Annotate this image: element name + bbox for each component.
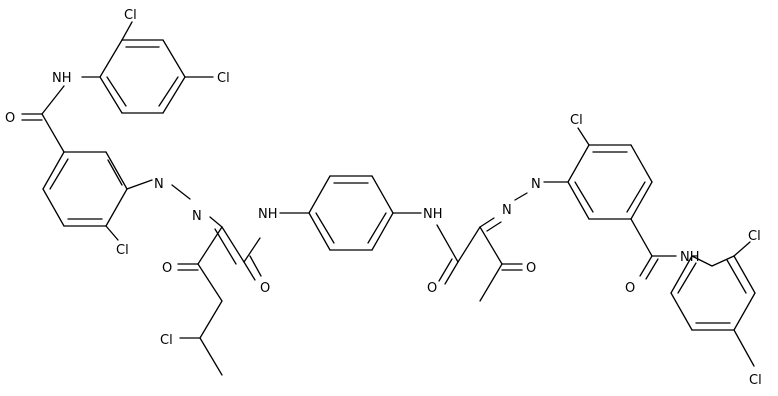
cl-label-ring-left: Cl [116,243,129,258]
bond-lines [21,21,756,376]
o-label-keto-right: O [526,261,536,276]
n-label-azo-left-1: N [154,177,164,192]
o-label-amide-left: O [5,111,15,126]
atom-labels: Cl Cl NH O Cl N N NH O O Cl NH N N O O C… [5,8,762,388]
o-label-amide-center-right: O [427,281,437,296]
cl-label-top-left-para: Cl [217,71,230,86]
cl-label-top-left-ortho: Cl [124,8,137,23]
o-label-keto-left: O [162,261,172,276]
cl-label-ring-right: Cl [570,113,583,128]
cl-label-chain: Cl [160,333,173,348]
nh-label-center-left: NH [258,207,278,222]
n-label-azo-right-1: N [502,203,512,218]
nh-label-top-left: NH [52,71,72,86]
o-label-amide-center-left: O [260,281,270,296]
cl-label-bottom-right-ortho: Cl [748,229,761,244]
n-label-azo-right-2: N [531,177,541,192]
o-label-amide-right: O [625,281,635,296]
n-label-azo-left-2: N [192,209,202,224]
nh-label-bottom-right: NH [680,250,700,265]
cl-label-bottom-right-para: Cl [749,373,762,388]
nh-label-center-right: NH [423,207,443,222]
